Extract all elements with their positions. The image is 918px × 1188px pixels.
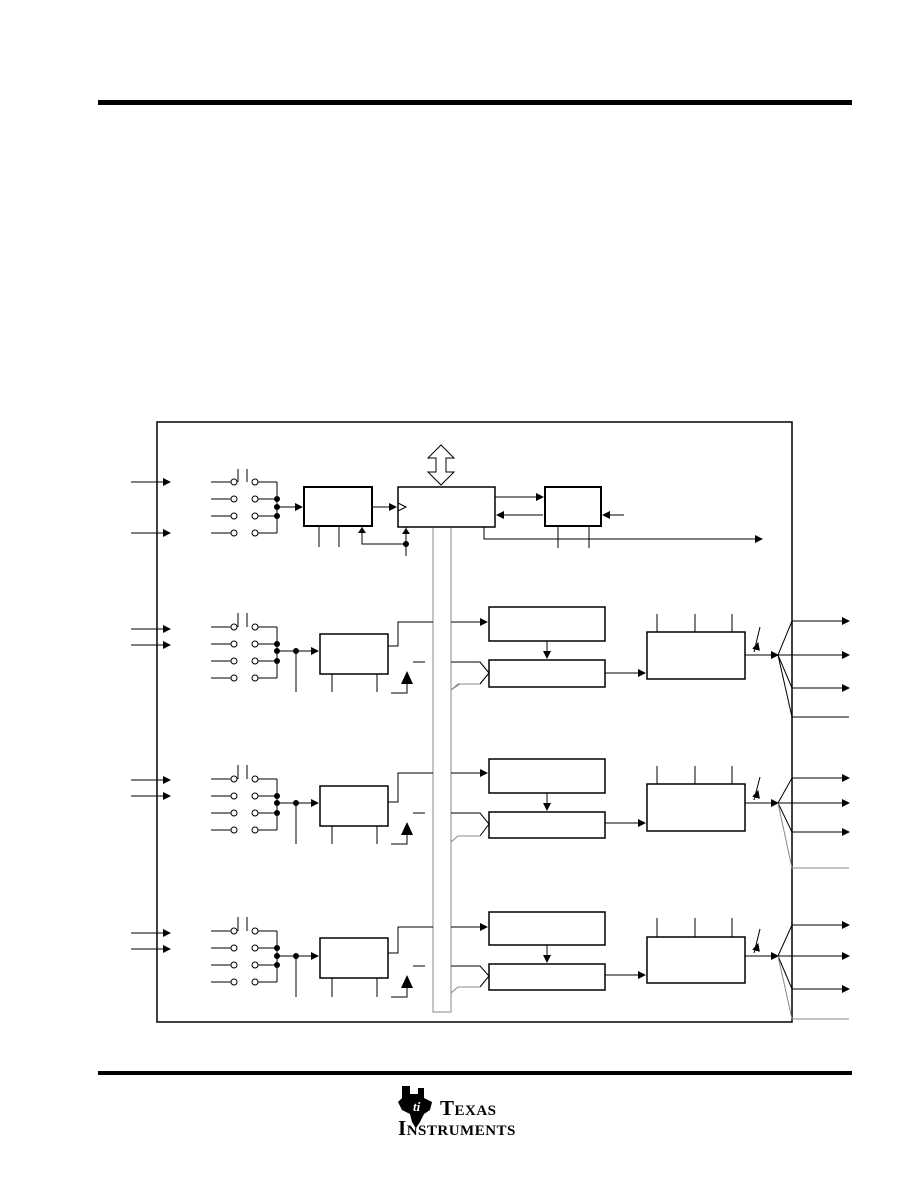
ti-state-emblem-icon: ti <box>398 1086 432 1128</box>
top-input-pins <box>131 478 171 537</box>
logo-wordmark-line1: TEXAS <box>440 1096 497 1120</box>
channel-3 <box>131 911 850 1020</box>
ti-logo: ti TEXAS INSTRUMENTS <box>396 1084 556 1144</box>
logo-wordmark-line2: INSTRUMENTS <box>398 1116 516 1140</box>
channel-1 <box>131 606 850 718</box>
host-bus-arrow <box>426 444 456 486</box>
internal-bus <box>432 528 452 1013</box>
top-switch-array <box>211 469 303 537</box>
footer-rule <box>98 1071 852 1075</box>
controller-block <box>397 486 763 556</box>
channel-2 <box>131 758 850 869</box>
top-mux-block <box>303 486 406 547</box>
diagram-frame <box>156 421 793 1023</box>
svg-text:ti: ti <box>413 1099 421 1114</box>
register-block <box>495 486 624 548</box>
header-rule <box>98 100 852 105</box>
